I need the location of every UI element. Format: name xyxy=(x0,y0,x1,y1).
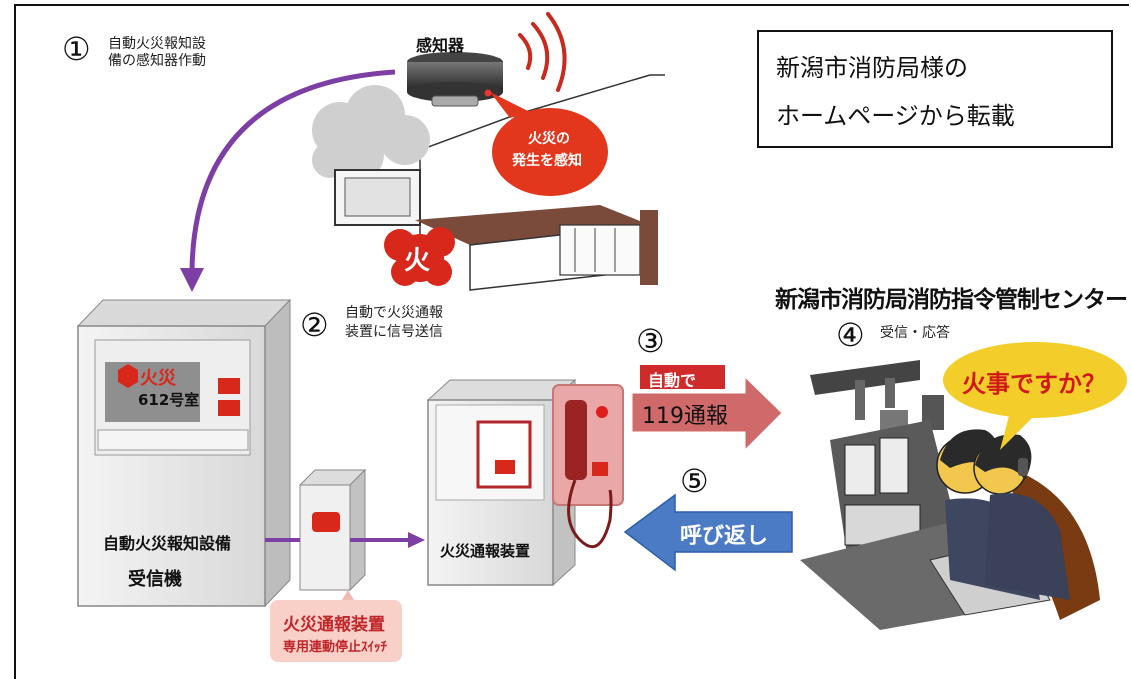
step1-line2: 備の感知器作動 xyxy=(108,53,206,69)
step5-number: ⑤ xyxy=(680,462,709,500)
step2-number: ② xyxy=(300,306,329,344)
step3-label: 自動で xyxy=(648,371,697,390)
panel-room: 612号室 xyxy=(138,391,200,409)
arrow-119 xyxy=(631,375,783,452)
receiver-label-line1: 自動火災報知設備 xyxy=(103,534,232,553)
step4-number: ④ xyxy=(836,316,865,354)
fire-alarm-transmitter xyxy=(426,378,577,587)
source-note-box: 新潟市消防局様の ホームページから転載 xyxy=(757,30,1113,148)
window xyxy=(334,169,421,226)
receiver-cabinet xyxy=(76,298,292,608)
bubble-line2: 発生を感知 xyxy=(512,153,582,169)
arrow-callback-label: 呼び返し xyxy=(680,524,769,549)
source-note-line1: 新潟市消防局様の xyxy=(776,54,968,82)
detector-label: 感知器 xyxy=(416,36,465,55)
phone-panel xyxy=(552,384,624,549)
signal-arrowhead-1 xyxy=(180,268,204,292)
receiver-label-line2: 受信機 xyxy=(128,569,182,590)
connector-arrowhead xyxy=(408,532,425,548)
speech-bubble xyxy=(943,342,1127,450)
arrow-callback xyxy=(623,493,793,572)
step1-line1: 自動火災報知設 xyxy=(108,36,206,52)
stop-switch-line1: 火災通報装置 xyxy=(283,615,385,635)
command-center-scene xyxy=(800,360,1100,630)
smoke-cloud xyxy=(312,85,430,179)
detection-bubble xyxy=(490,92,608,196)
step2-line2: 装置に信号送信 xyxy=(345,324,443,340)
bed xyxy=(415,205,658,291)
step4-label: 受信・応答 xyxy=(880,325,950,341)
fire-blob xyxy=(384,227,455,286)
smoke-detector xyxy=(407,52,503,107)
fire-glyph: 火 xyxy=(404,246,431,276)
speech-text: 火事ですか？ xyxy=(962,370,1106,398)
step1-number: ① xyxy=(62,30,91,68)
stop-switch-box xyxy=(298,468,367,592)
source-note-line2: ホームページから転載 xyxy=(776,102,1015,130)
step3-number: ③ xyxy=(636,322,665,360)
arrow-119-label: 119通報 xyxy=(642,404,728,429)
signal-arrow-1 xyxy=(189,69,396,271)
auto-label-bg xyxy=(640,365,725,389)
step2-line1: 自動で火災通報 xyxy=(345,305,443,321)
transmitter-label: 火災通報装置 xyxy=(440,542,531,560)
panel-title: 火災 xyxy=(140,368,176,389)
alarm-waves xyxy=(518,12,567,92)
border-frame xyxy=(14,4,1129,679)
stop-switch-line2: 専用連動停止ｽｲｯﾁ xyxy=(283,640,388,655)
bubble-line1: 火災の xyxy=(528,131,570,147)
center-title: 新潟市消防局消防指令管制センター xyxy=(775,287,1128,313)
stop-switch-label-bg xyxy=(270,600,402,662)
